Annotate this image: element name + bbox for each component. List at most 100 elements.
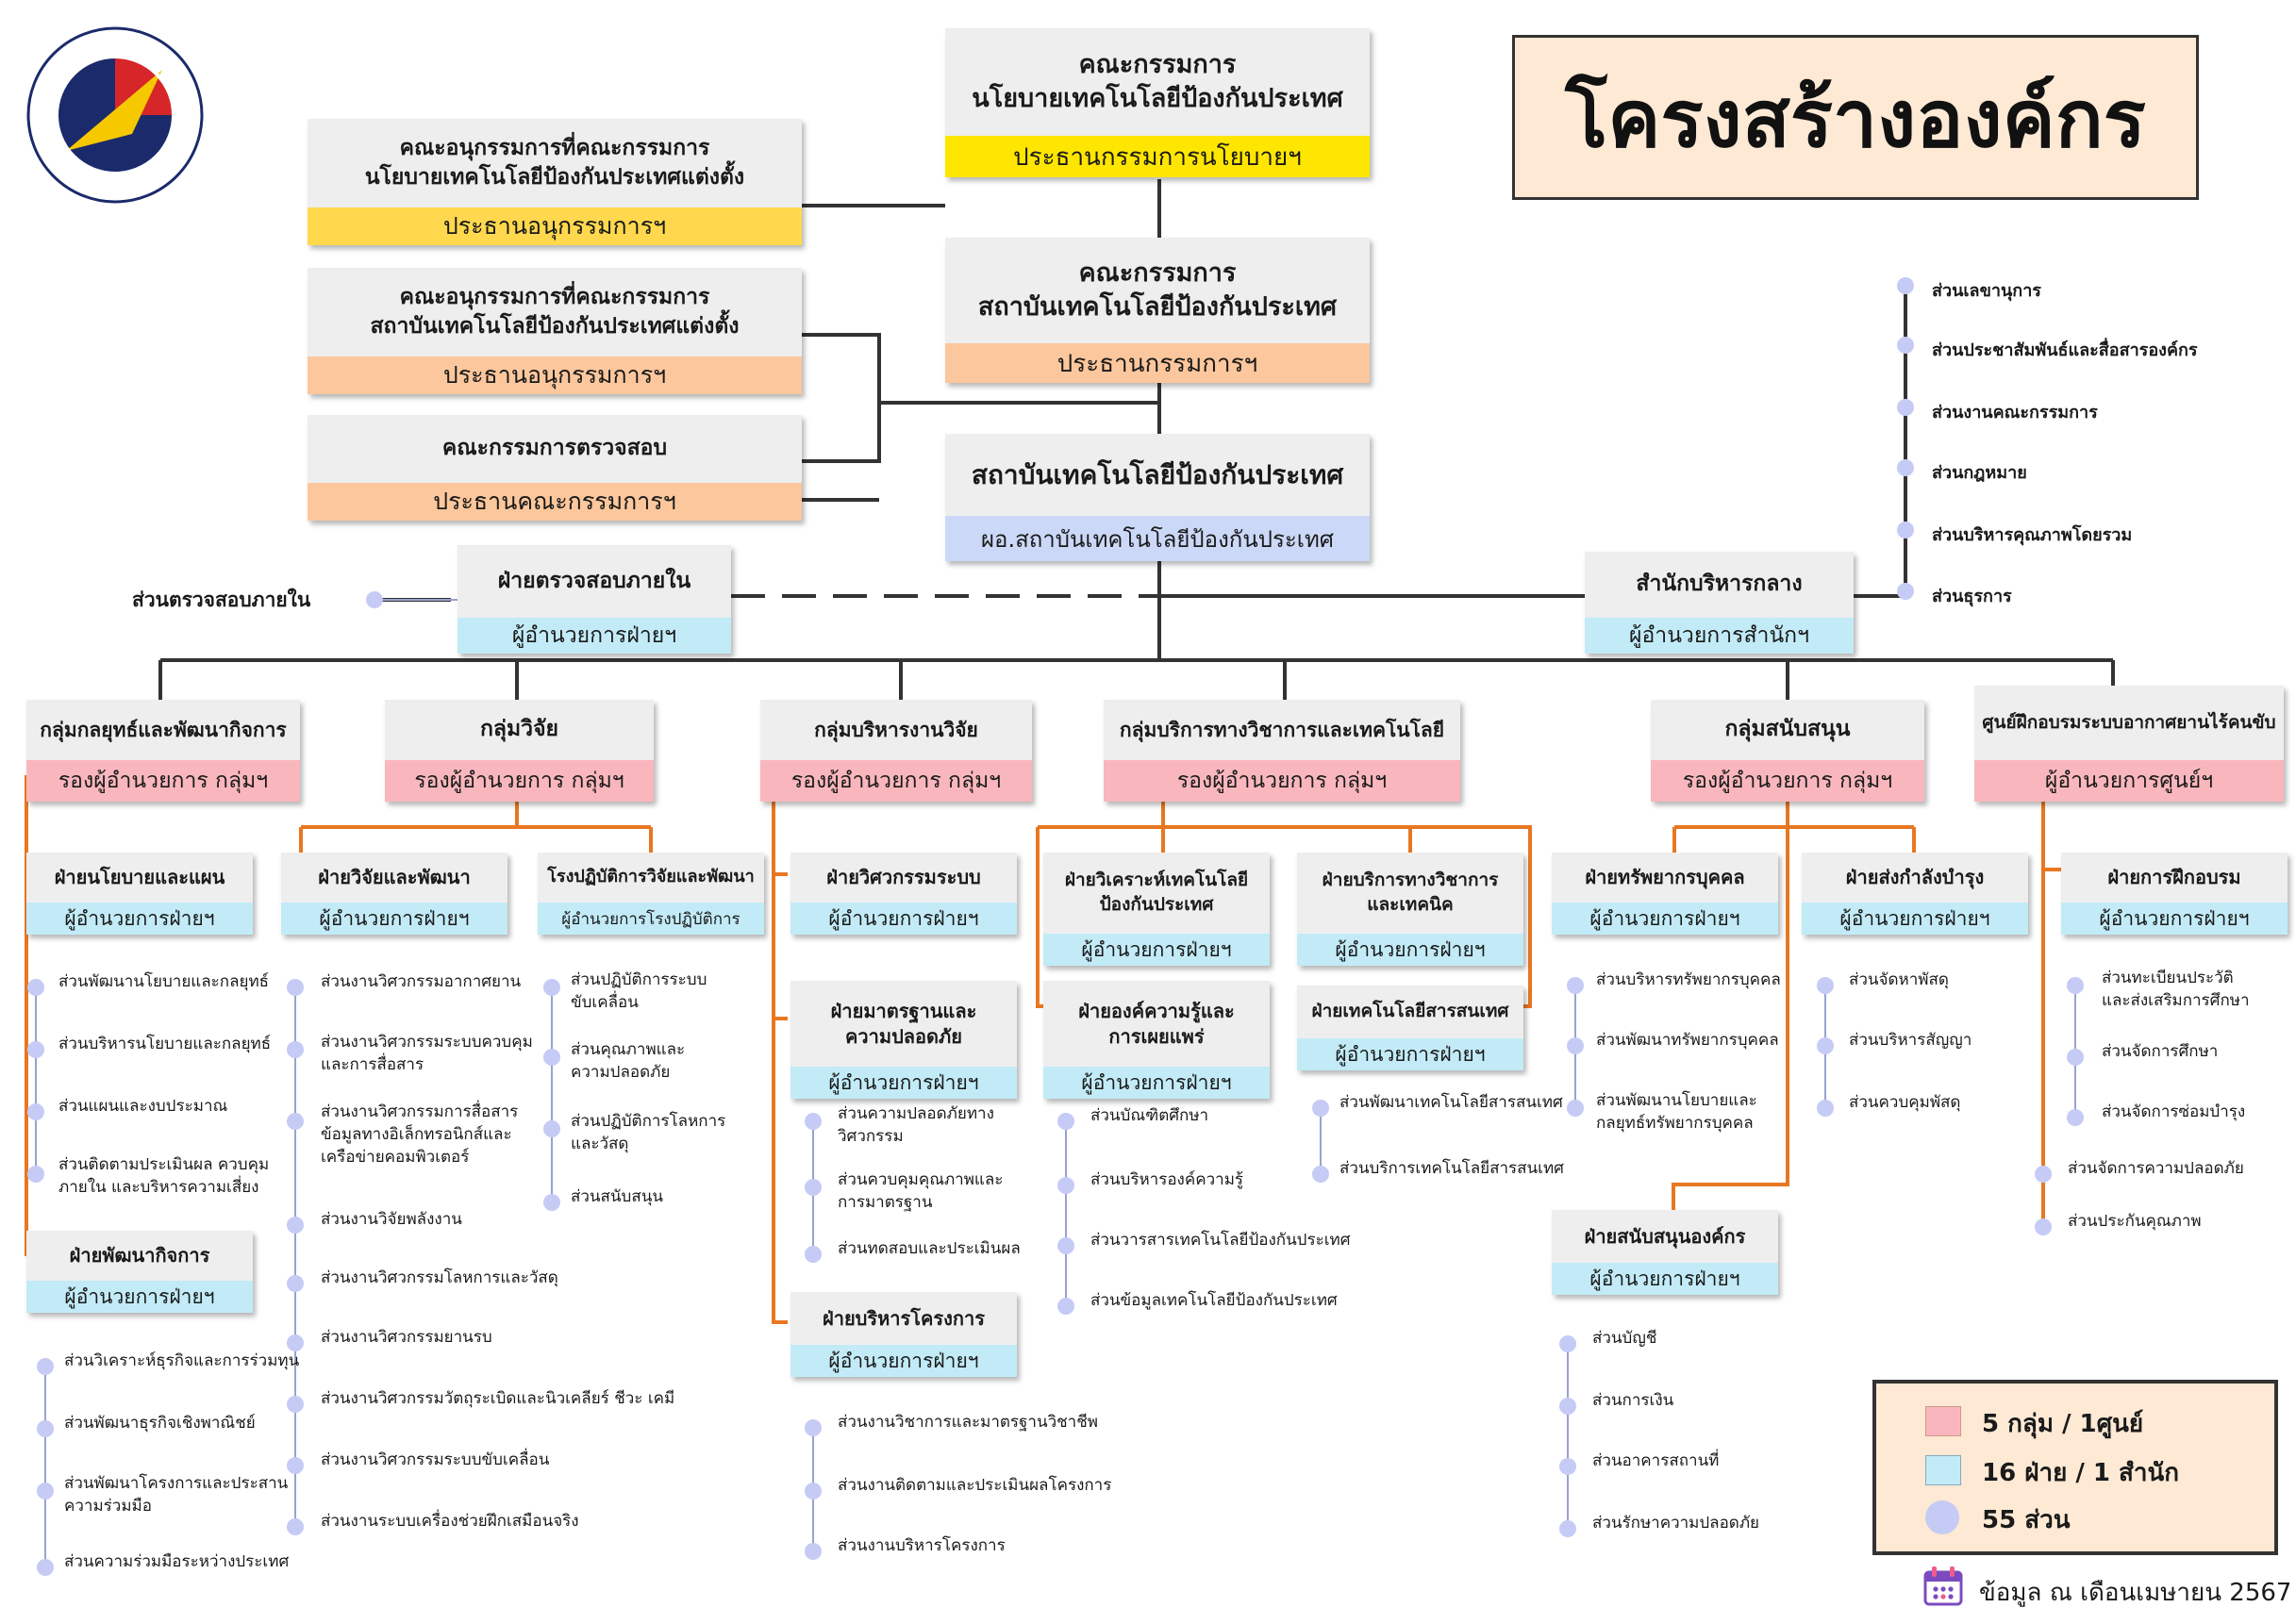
dept-title: ฝ่ายบริหารโครงการ xyxy=(790,1292,1017,1345)
unit-dot xyxy=(543,1194,560,1211)
institute-committee-box: คณะกรรมการ สถาบันเทคโนโลยีป้องกันประเทศ … xyxy=(945,238,1370,383)
unit-label: ส่วนจัดการความปลอดภัย xyxy=(2068,1159,2244,1178)
dept-title: ฝ่ายทรัพยากรบุคคล xyxy=(1552,853,1778,903)
unit-label: ส่วนงานวิศวกรรมยานรบ xyxy=(321,1328,492,1347)
data-date-note: ข้อมูล ณ เดือนเมษายน 2567 xyxy=(1979,1579,2292,1607)
unit-label: ส่วนควบคุมพัสดุ xyxy=(1849,1093,1961,1112)
internal-audit-box: ฝ่ายตรวจสอบภายใน ผู้อำนวยการฝ่ายฯ xyxy=(458,545,731,654)
dept-title: ฝ่ายนโยบายและแผน xyxy=(26,853,253,903)
unit-dot xyxy=(1817,1037,1834,1054)
dept-training-box: ฝ่ายการฝึกอบรม ผู้อำนวยการฝ่ายฯ xyxy=(2061,853,2288,935)
unit-dot xyxy=(27,1041,44,1058)
unit-label: ส่วนติดตามประเมินผล ควบคุม ภายใน และบริห… xyxy=(58,1155,270,1197)
dept-it-box: ฝ่ายเทคโนโลยีสารสนเทศ ผู้อำนวยการฝ่ายฯ xyxy=(1297,986,1523,1070)
group-head: รองผู้อำนวยการ กลุ่มฯ xyxy=(1104,760,1460,802)
dept-title: ฝ่ายวิเคราะห์เทคโนโลยี ป้องกันประเทศ xyxy=(1043,853,1270,934)
unit-label: ส่วนแผนและงบประมาณ xyxy=(58,1097,228,1116)
institute-subcommittee-title: คณะอนุกรรมการที่คณะกรรมการ สถาบันเทคโนโล… xyxy=(308,268,802,356)
unit-label: ส่วนพัฒนานโยบายและกลยุทธ์ xyxy=(58,972,270,991)
dept-title: โรงปฏิบัติการวิจัยและพัฒนา xyxy=(538,853,764,903)
unit-label: ส่วนงานวิศวกรรมระบบขับเคลื่อน xyxy=(321,1450,550,1469)
unit-dot xyxy=(37,1358,54,1375)
unit-dot xyxy=(805,1543,822,1560)
unit-label: ส่วนงานวิศวกรรมโลหการและวัสดุ xyxy=(321,1268,558,1287)
unit-label: ส่วนบัญชี xyxy=(1592,1329,1657,1348)
dept-director: ผู้อำนวยการฝ่ายฯ xyxy=(790,1345,1017,1377)
unit-label: ส่วนงานวิชาการและมาตรฐานวิชาชีพ xyxy=(838,1413,1098,1432)
policy-subcommittee-chair: ประธานอนุกรรมการฯ xyxy=(308,207,802,245)
unit-label: ส่วนงานบริหารโครงการ xyxy=(838,1536,1006,1555)
dept-project-admin-box: ฝ่ายบริหารโครงการ ผู้อำนวยการฝ่ายฯ xyxy=(790,1292,1017,1377)
unit-dot xyxy=(287,1041,304,1058)
group-head: รองผู้อำนวยการ กลุ่มฯ xyxy=(385,760,654,802)
dept-knowledge-box: ฝ่ายองค์ความรู้และ การเผยแพร่ ผู้อำนวยกา… xyxy=(1043,981,1270,1099)
unit-label: ส่วนทะเบียนประวัติ และส่งเสริมการศึกษา xyxy=(2102,969,2250,1010)
dept-research-dev-box: ฝ่ายวิจัยและพัฒนา ผู้อำนวยการฝ่ายฯ xyxy=(281,853,507,935)
unit-label: ส่วนพัฒนานโยบายและ กลยุทธ์ทรัพยากรบุคคล xyxy=(1596,1091,1757,1133)
unit-dot xyxy=(2067,1049,2084,1066)
unit-dot xyxy=(1312,1100,1329,1117)
unit-label: ส่วนควบคุมคุณภาพและ การมาตรฐาน xyxy=(838,1170,1004,1212)
unit-dot xyxy=(543,979,560,996)
unit-label: ส่วนปฏิบัติการโลหการ และวัสดุ xyxy=(571,1112,726,1153)
unit-label: ส่วนบริหารนโยบายและกลยุทธ์ xyxy=(58,1035,272,1053)
dept-director: ผู้อำนวยการฝ่ายฯ xyxy=(26,1281,253,1313)
unit-dot xyxy=(287,1457,304,1474)
unit-label: ส่วนงานวิศวกรรมการสื่อสาร ข้อมูลทางอิเล็… xyxy=(321,1102,519,1167)
unit-dot xyxy=(27,1103,44,1120)
unit-dot xyxy=(1559,1398,1576,1415)
dept-title: ฝ่ายวิศวกรรมระบบ xyxy=(790,853,1017,903)
unit-label: ส่วนวิเคราะห์ธุรกิจและการร่วมทุน xyxy=(64,1351,300,1370)
legend-department-swatch xyxy=(1925,1455,1961,1485)
unit-dot xyxy=(2067,1109,2084,1126)
dept-system-eng-box: ฝ่ายวิศวกรรมระบบ ผู้อำนวยการฝ่ายฯ xyxy=(790,853,1017,935)
dept-title: ฝ่ายบริการทางวิชาการ และเทคนิค xyxy=(1297,853,1523,934)
unit-label: ส่วนงานติดตามและประเมินผลโครงการ xyxy=(838,1476,1112,1495)
dept-standards-box: ฝ่ายมาตรฐานและ ความปลอดภัย ผู้อำนวยการฝ่… xyxy=(790,981,1017,1099)
policy-committee-box: คณะกรรมการ นโยบายเทคโนโลยีป้องกันประเทศ … xyxy=(945,28,1370,177)
central-unit-dot xyxy=(1897,399,1914,416)
dept-director: ผู้อำนวยการฝ่ายฯ xyxy=(1552,1263,1778,1295)
central-unit-dot xyxy=(1897,459,1914,476)
dept-director: ผู้อำนวยการฝ่ายฯ xyxy=(2061,903,2288,935)
unit-label: ส่วนบริหารสัญญา xyxy=(1849,1031,1972,1050)
dept-director: ผู้อำนวยการฝ่ายฯ xyxy=(1802,903,2028,935)
unit-dot xyxy=(805,1419,822,1436)
dept-title: ฝ่ายองค์ความรู้และ การเผยแพร่ xyxy=(1043,981,1270,1067)
central-unit-committee: ส่วนงานคณะกรรมการ xyxy=(1932,403,2098,423)
dept-director: ผู้อำนวยการฝ่ายฯ xyxy=(1297,1038,1523,1070)
dept-title: ฝ่ายการฝึกอบรม xyxy=(2061,853,2288,903)
unit-label: ส่วนพัฒนาทรัพยากรบุคคล xyxy=(1596,1031,1779,1050)
dept-org-support-box: ฝ่ายสนับสนุนองค์กร ผู้อำนวยการฝ่ายฯ xyxy=(1552,1210,1778,1295)
unit-dot xyxy=(2067,977,2084,994)
unit-label: ส่วนงานวิศวกรรมอากาศยาน xyxy=(321,972,522,991)
unit-label: ส่วนการเงิน xyxy=(1592,1391,1674,1410)
dept-director: ผู้อำนวยการฝ่ายฯ xyxy=(1552,903,1778,935)
unit-label: ส่วนรักษาความปลอดภัย xyxy=(1592,1514,1760,1533)
unit-label: ส่วนพัฒนาเทคโนโลยีสารสนเทศ xyxy=(1339,1093,1563,1112)
legend-group-label: 5 กลุ่ม / 1ศูนย์ xyxy=(1982,1410,2144,1438)
unit-dot xyxy=(1057,1177,1074,1194)
unit-dot xyxy=(805,1483,822,1500)
title-panel: โครงสร้างองค์กร xyxy=(1512,35,2199,200)
group-title: กลุ่มบริหารงานวิจัย xyxy=(760,700,1032,760)
unit-dot xyxy=(1057,1113,1074,1130)
unit-label: ส่วนงานวิศวกรรมระบบควบคุม และการสื่อสาร xyxy=(321,1033,533,1074)
unit-dot xyxy=(543,1120,560,1137)
dept-director: ผู้อำนวยการฝ่ายฯ xyxy=(281,903,507,935)
central-unit-quality: ส่วนบริหารคุณภาพโดยรวม xyxy=(1932,525,2133,545)
unit-dot xyxy=(1817,1100,1834,1117)
unit-label: ส่วนอาคารสถานที่ xyxy=(1592,1451,1720,1470)
group-research-box: กลุ่มวิจัย รองผู้อำนวยการ กลุ่มฯ xyxy=(385,700,654,802)
unit-label: ส่วนปฏิบัติการระบบ ขับเคลื่อน xyxy=(571,970,707,1012)
unit-dot xyxy=(287,1275,304,1292)
unit-label: ส่วนทดสอบและประเมินผล xyxy=(838,1239,1021,1258)
unit-dot xyxy=(287,1334,304,1351)
legend-unit-label: 55 ส่วน xyxy=(1982,1506,2071,1534)
unit-label: ส่วนพัฒนาโครงการและประสาน ความร่วมมือ xyxy=(64,1474,289,1516)
unit-dot xyxy=(2035,1218,2052,1235)
unit-label: ส่วนงานวิจัยพลังงาน xyxy=(321,1210,462,1229)
unit-label: ส่วนสนับสนุน xyxy=(571,1187,663,1206)
group-title: ศูนย์ฝึกอบรมระบบอากาศยานไร้คนขับ xyxy=(1974,686,2284,760)
unit-dot xyxy=(805,1113,822,1130)
